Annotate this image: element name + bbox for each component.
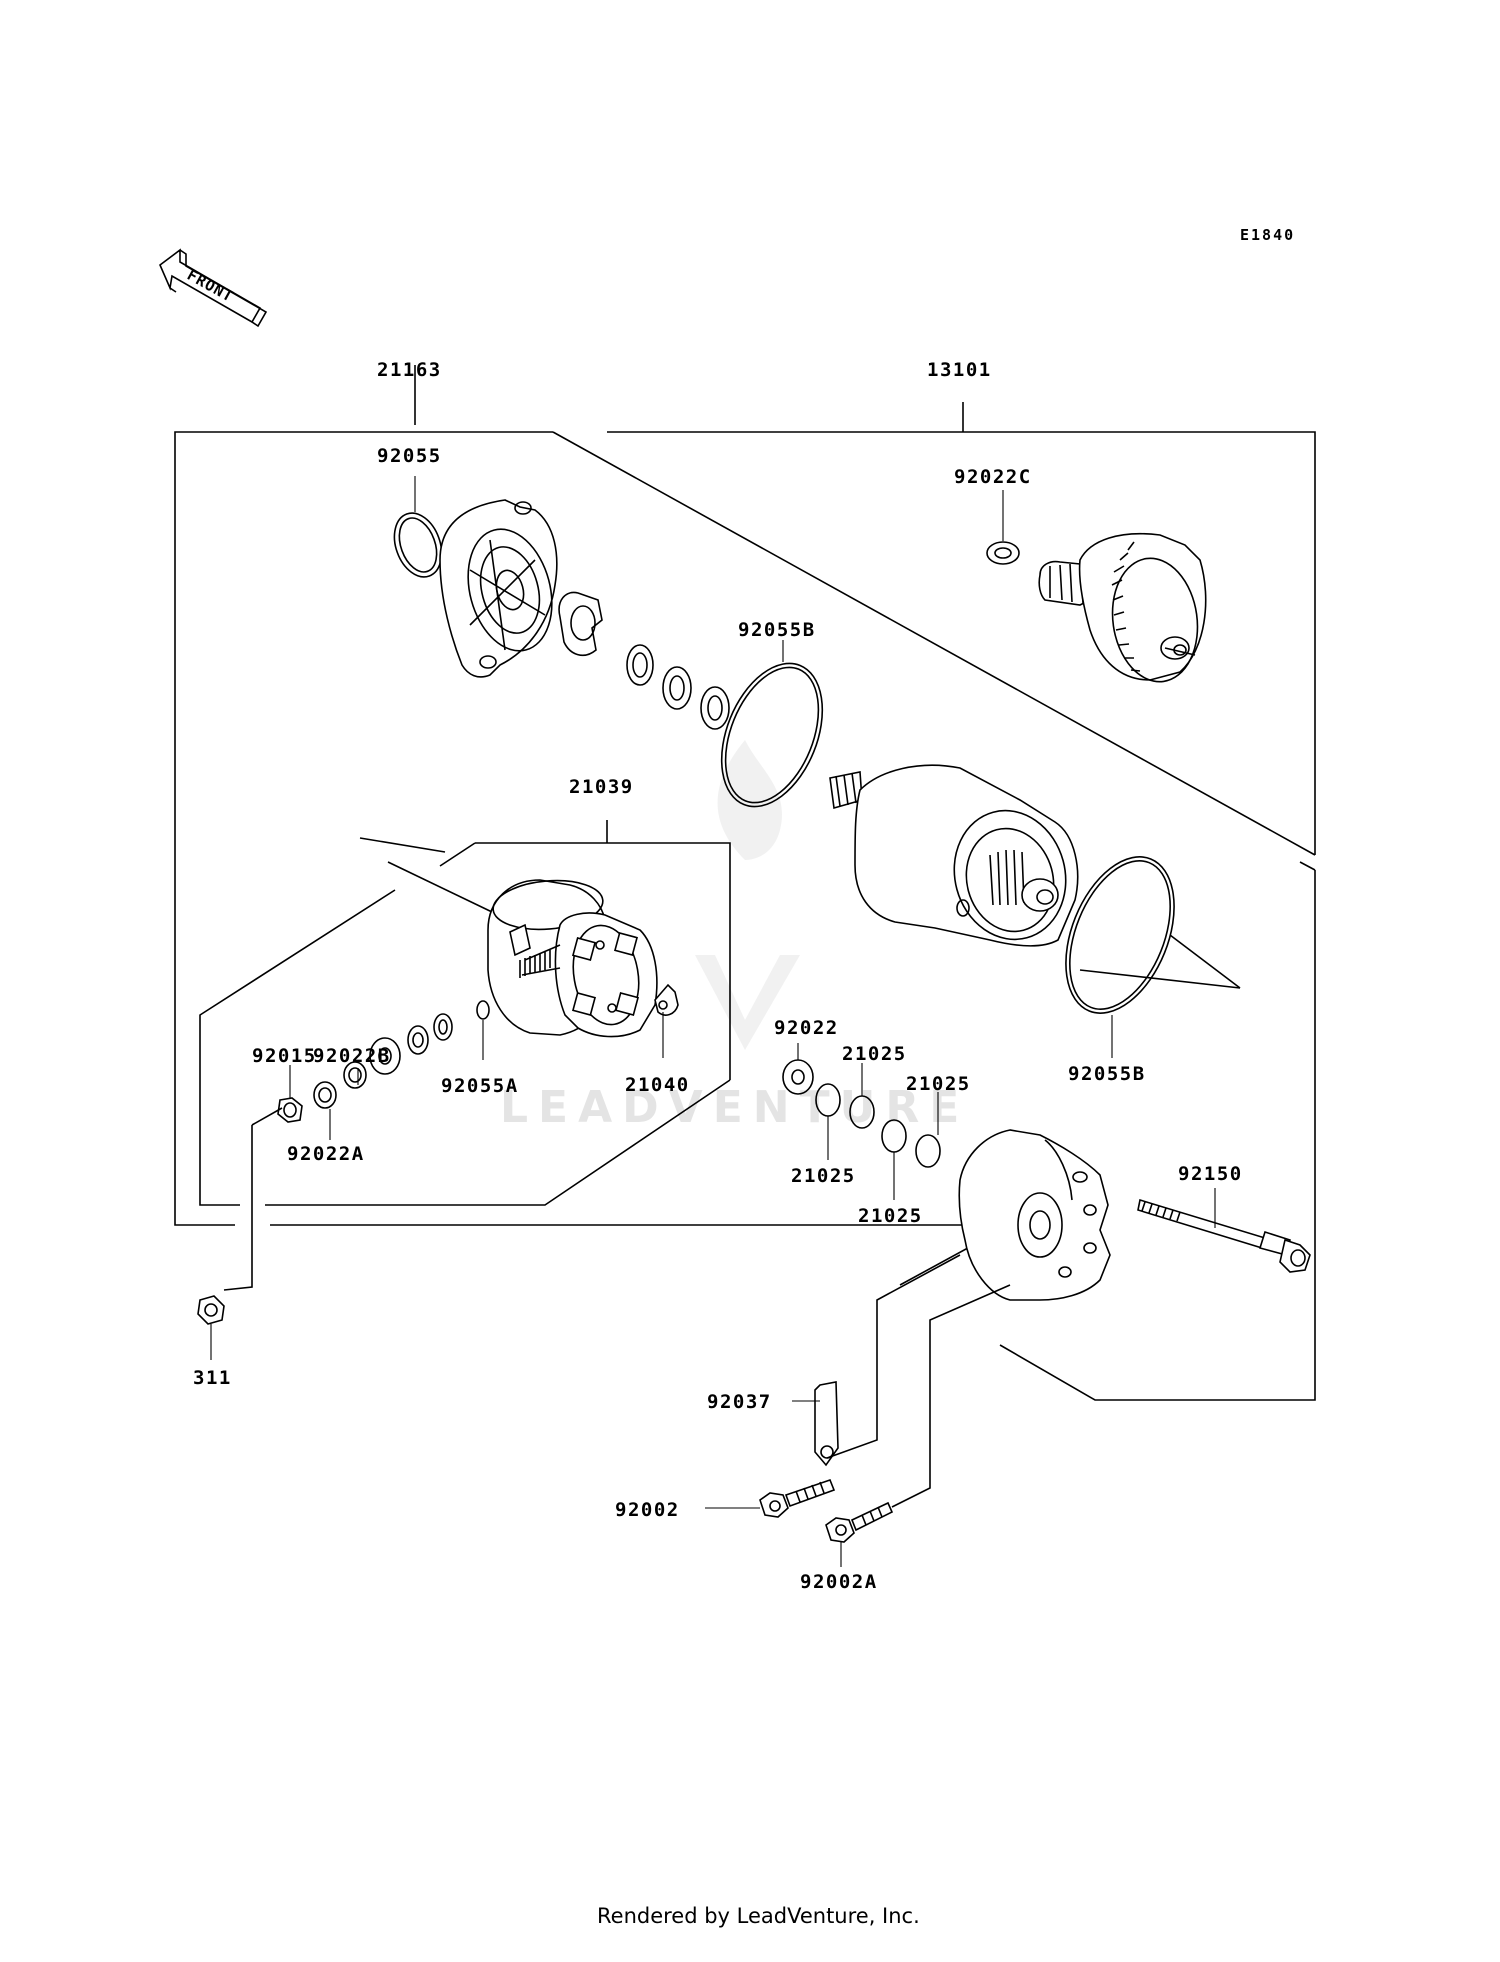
brush-washers (277, 1000, 490, 1123)
part-labels: 21163 13101 92055 92022C 92055B 21039 92… (193, 359, 1243, 1593)
watermark-logo-icon (695, 740, 800, 1050)
label-92150[interactable]: 92150 (1178, 1163, 1243, 1185)
assembly-brackets (174, 365, 1316, 1401)
label-92037[interactable]: 92037 (707, 1391, 772, 1413)
armature-yoke (829, 764, 1175, 1014)
label-92055[interactable]: 92055 (377, 445, 442, 467)
nut-311 (197, 1107, 283, 1325)
label-21025-b[interactable]: 21025 (906, 1073, 971, 1095)
label-92022C[interactable]: 92022C (954, 466, 1032, 488)
label-92055A[interactable]: 92055A (441, 1075, 519, 1097)
credit-text: Rendered by LeadVenture, Inc. (597, 1904, 920, 1928)
label-21039[interactable]: 21039 (569, 776, 634, 798)
label-92022B[interactable]: 92022B (313, 1045, 391, 1067)
through-bolt (1137, 1198, 1311, 1273)
watermark: LEADVENTURE (500, 740, 969, 1133)
label-92022[interactable]: 92022 (774, 1017, 839, 1039)
label-21025-a[interactable]: 21025 (842, 1043, 907, 1065)
label-92015[interactable]: 92015 (252, 1045, 317, 1067)
label-311[interactable]: 311 (193, 1367, 232, 1389)
label-21025-c[interactable]: 21025 (791, 1165, 856, 1187)
ground-cable (814, 1254, 961, 1467)
starter-clutch-gear (986, 532, 1207, 683)
brush-holder-assembly (487, 879, 679, 1038)
front-arrow-icon: FRONT (159, 248, 268, 328)
label-21025-d[interactable]: 21025 (858, 1205, 923, 1227)
mounting-bolts (759, 1284, 1011, 1543)
rear-cover (958, 1129, 1111, 1301)
label-92022A[interactable]: 92022A (287, 1143, 365, 1165)
label-92055B-bottom[interactable]: 92055B (1068, 1063, 1146, 1085)
watermark-text: LEADVENTURE (500, 1082, 969, 1133)
diagram-code: E1840 (1240, 226, 1295, 244)
leader-lines (210, 476, 1216, 1567)
label-92002[interactable]: 92002 (615, 1499, 680, 1521)
label-92002A[interactable]: 92002A (800, 1571, 878, 1593)
front-cover-assembly (393, 499, 824, 808)
label-21163[interactable]: 21163 (377, 359, 442, 381)
label-13101[interactable]: 13101 (927, 359, 992, 381)
front-label: FRONT (184, 266, 237, 306)
label-92055B-top[interactable]: 92055B (738, 619, 816, 641)
label-21040[interactable]: 21040 (625, 1074, 690, 1096)
